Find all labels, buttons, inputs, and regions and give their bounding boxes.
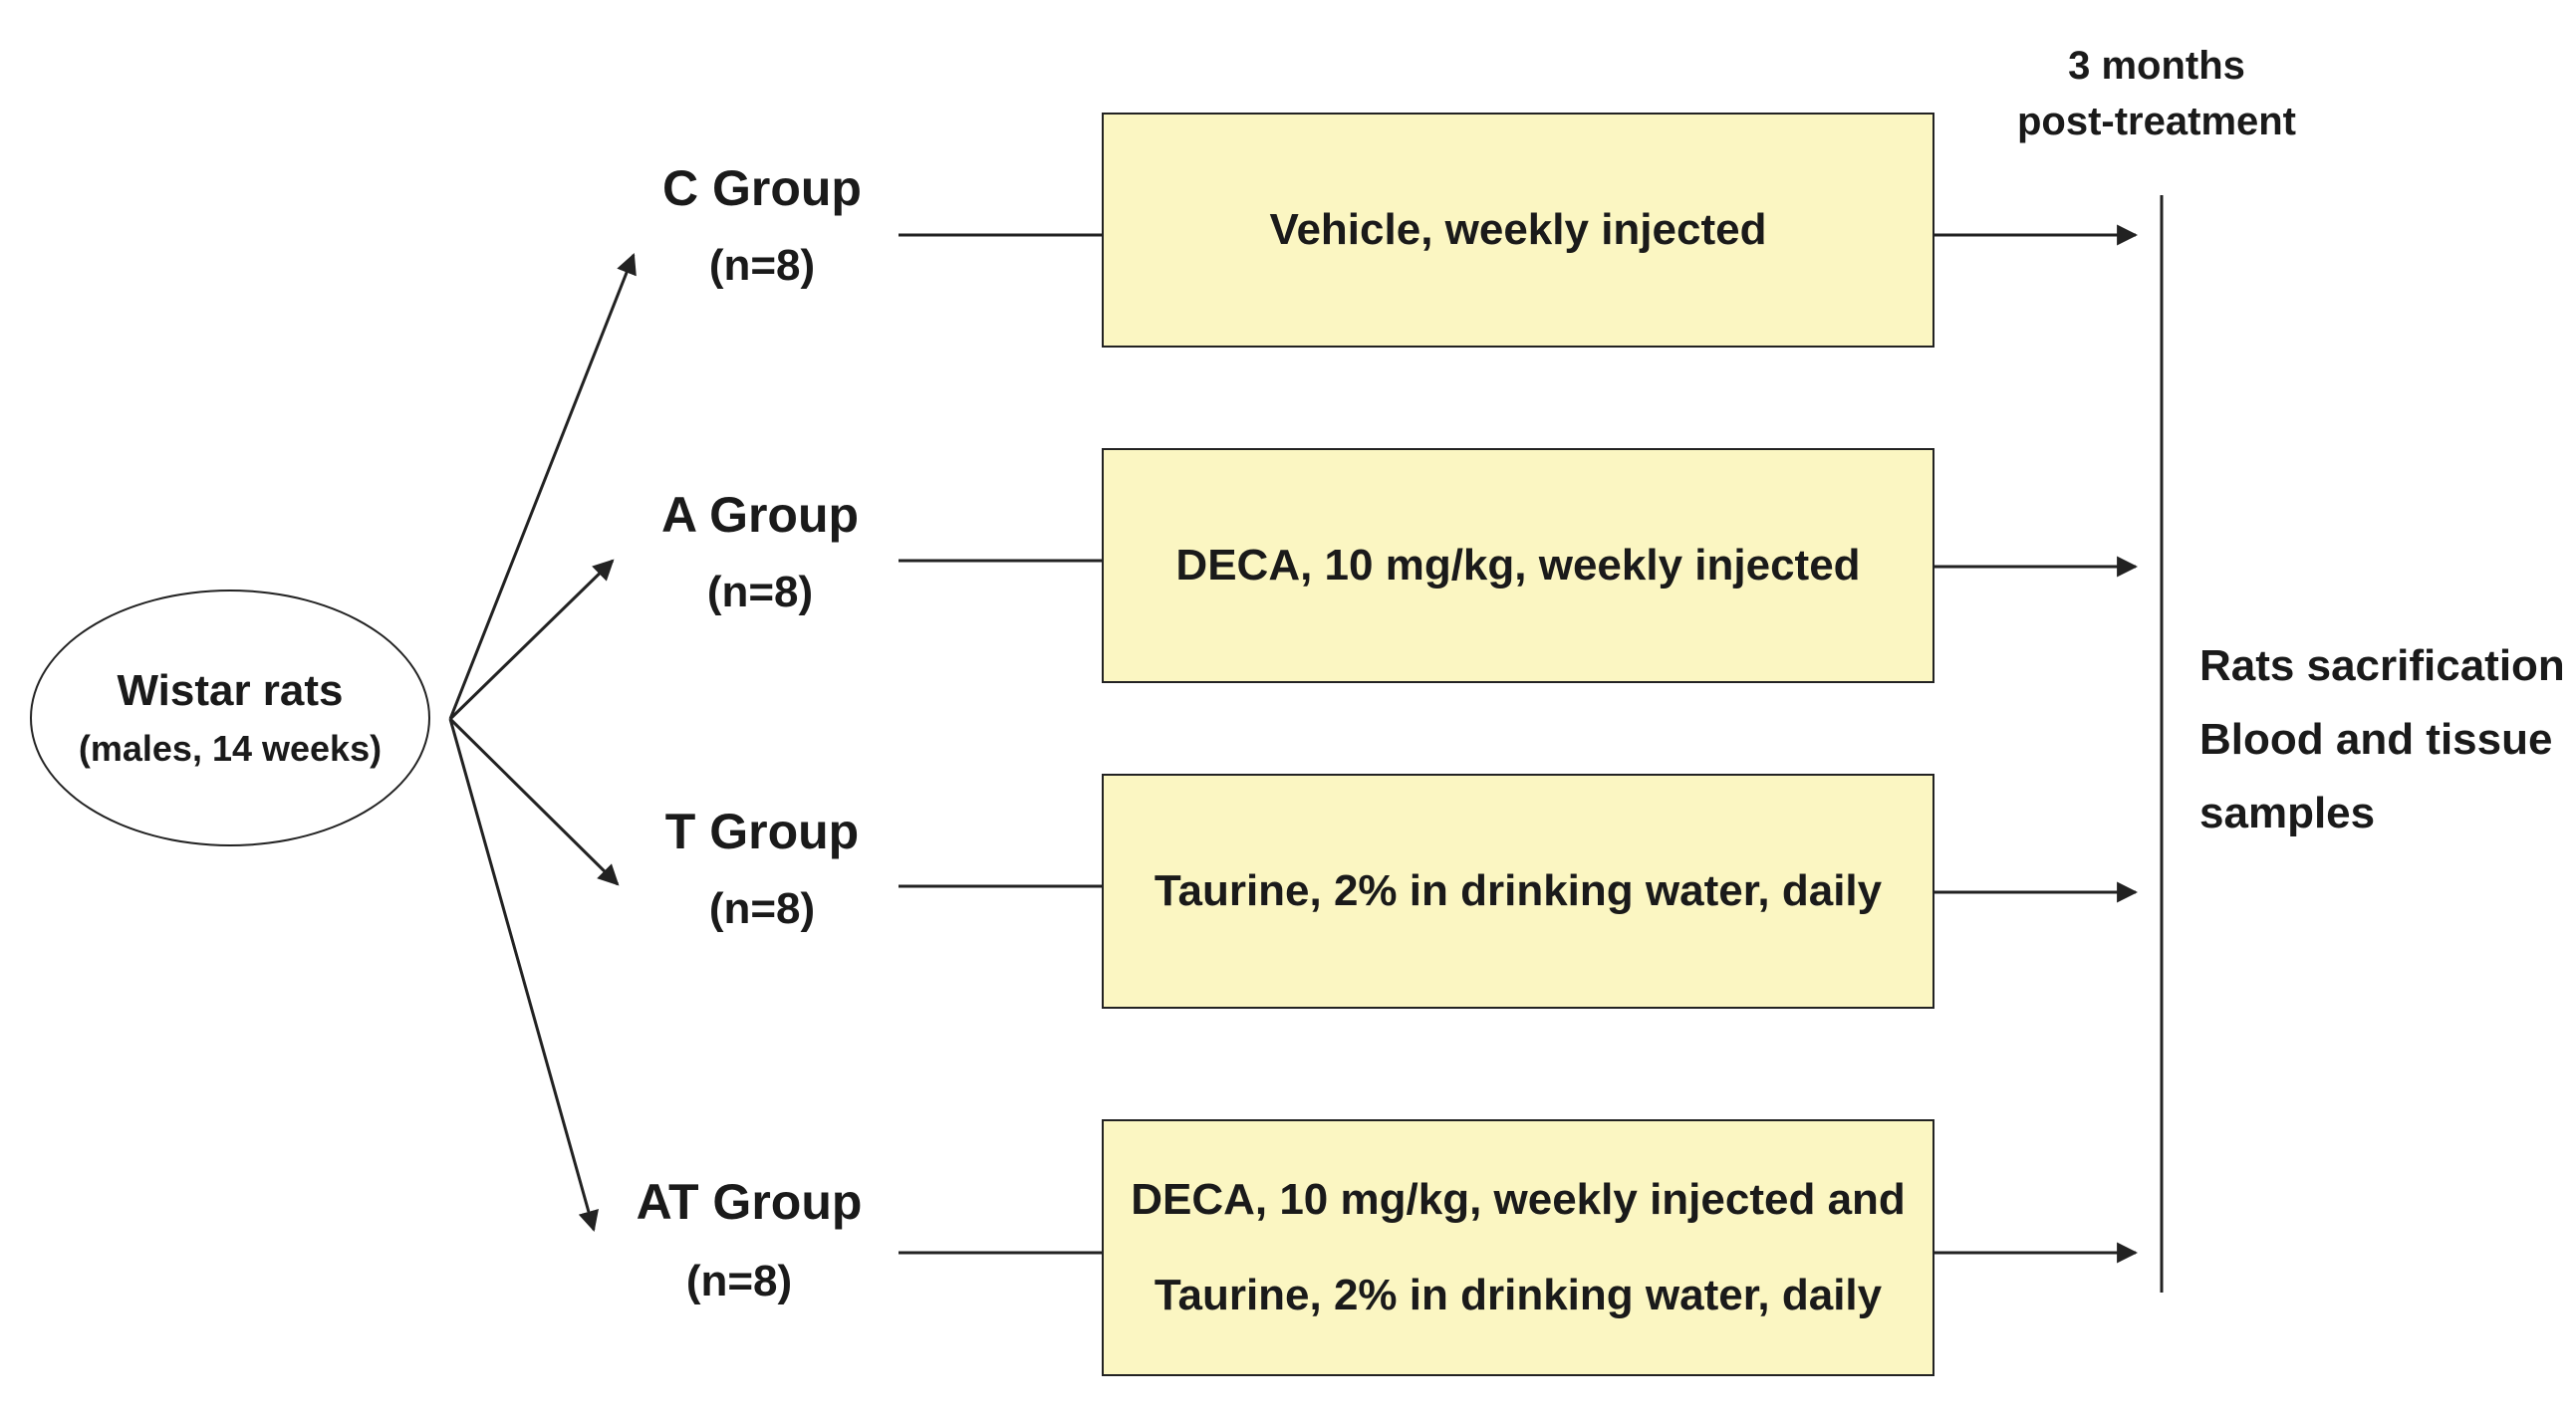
treatment-t-line-1: Taurine, 2% in drinking water, daily (1154, 866, 1883, 915)
group-at-name: AT Group (636, 1174, 863, 1230)
treatment-box-at: DECA, 10 mg/kg, weekly injected and Taur… (1102, 1119, 1934, 1376)
start-title: Wistar rats (117, 666, 344, 715)
outcome-line-2: Blood and tissue (2199, 715, 2553, 764)
branch-arrow-a (448, 559, 615, 721)
treatment-a-line-1: DECA, 10 mg/kg, weekly injected (1175, 541, 1861, 590)
branch-arrow-t (448, 717, 620, 886)
group-a-count: (n=8) (706, 568, 814, 616)
group-c-name: C Group (662, 160, 862, 216)
start-population-node: Wistar rats (males, 14 weeks) (30, 590, 430, 846)
outcome-label: Rats sacrification Blood and tissue samp… (2199, 629, 2565, 850)
treatment-box-a: DECA, 10 mg/kg, weekly injected (1102, 448, 1934, 683)
duration-line-2: post-treatment (2016, 100, 2297, 143)
branch-arrow-c (448, 253, 637, 720)
outcome-line-1: Rats sacrification (2199, 641, 2565, 690)
treatment-at-line-1: DECA, 10 mg/kg, weekly injected and (1131, 1175, 1906, 1224)
treatment-box-c: Vehicle, weekly injected (1102, 113, 1934, 348)
start-subtitle: (males, 14 weeks) (78, 728, 383, 769)
duration-line-1: 3 months (2068, 44, 2245, 88)
group-at-count: (n=8) (685, 1257, 793, 1305)
group-c-count: (n=8) (708, 241, 816, 290)
group-t-name: T Group (664, 804, 860, 859)
group-t-count: (n=8) (708, 884, 816, 933)
treatment-c-line-1: Vehicle, weekly injected (1269, 205, 1767, 254)
branch-arrow-at (448, 718, 600, 1233)
group-a-name: A Group (660, 487, 860, 543)
treatment-at-line-2: Taurine, 2% in drinking water, daily (1154, 1271, 1883, 1319)
treatment-box-t: Taurine, 2% in drinking water, daily (1102, 774, 1934, 1009)
duration-label: 3 months post-treatment (1952, 38, 2361, 149)
outcome-line-3: samples (2199, 789, 2376, 837)
